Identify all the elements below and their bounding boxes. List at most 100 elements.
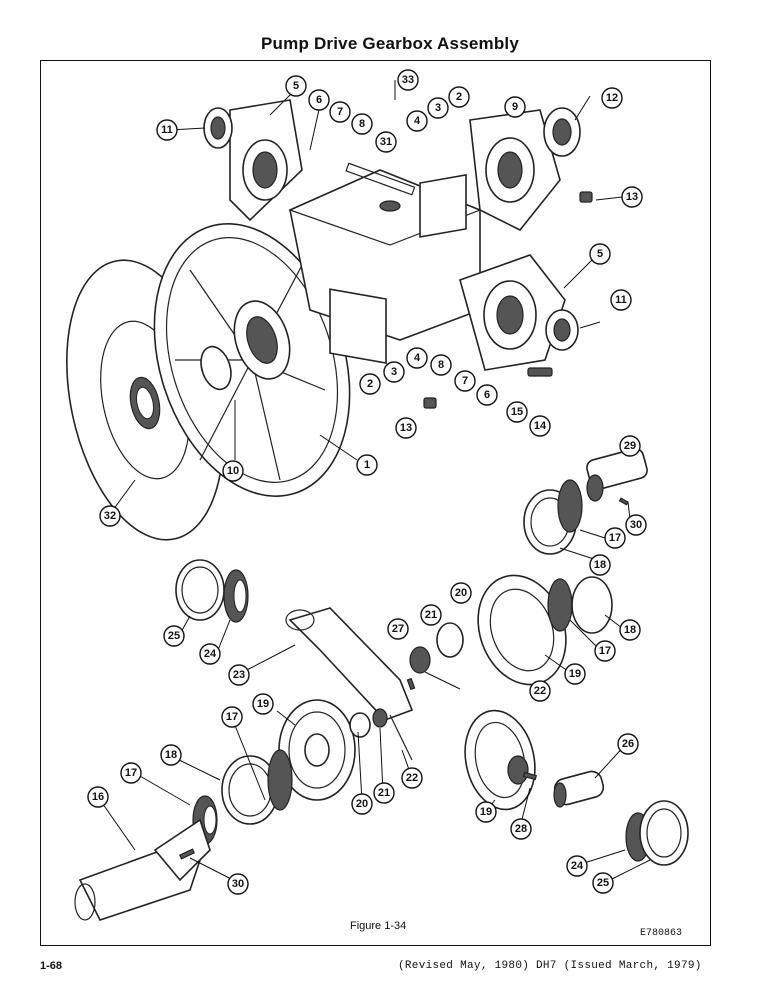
callout-6: 6 — [308, 89, 330, 111]
svg-text:6: 6 — [484, 389, 490, 401]
callout-17: 17 — [221, 706, 243, 728]
callout-17: 17 — [120, 762, 142, 784]
callout-20: 20 — [450, 582, 472, 604]
bearing-cage-right — [469, 107, 593, 232]
callout-11: 11 — [610, 289, 632, 311]
revision-note: (Revised May, 1980) DH7 (Issued March, 1… — [398, 960, 702, 972]
svg-text:19: 19 — [569, 668, 581, 680]
svg-text:11: 11 — [161, 124, 173, 136]
bevel-gear-lower-right — [464, 709, 538, 811]
svg-text:20: 20 — [455, 587, 467, 599]
leader-lines — [97, 80, 651, 883]
callout-16: 16 — [87, 786, 109, 808]
callout-17: 17 — [594, 640, 616, 662]
svg-text:17: 17 — [609, 532, 621, 544]
svg-text:17: 17 — [226, 711, 238, 723]
callout-3: 3 — [427, 97, 449, 119]
callout-13: 13 — [621, 186, 643, 208]
callout-30: 30 — [227, 873, 249, 895]
svg-text:18: 18 — [594, 559, 606, 571]
callout-18: 18 — [619, 619, 641, 641]
callout-18: 18 — [589, 554, 611, 576]
svg-text:4: 4 — [414, 352, 421, 364]
callout-29: 29 — [619, 435, 641, 457]
svg-text:24: 24 — [571, 860, 584, 872]
svg-text:4: 4 — [414, 115, 421, 127]
callout-8: 8 — [351, 113, 373, 135]
svg-text:19: 19 — [257, 698, 269, 710]
svg-text:7: 7 — [462, 375, 468, 387]
svg-text:25: 25 — [597, 877, 609, 889]
callout-24: 24 — [566, 855, 588, 877]
callout-20: 20 — [351, 793, 373, 815]
bevel-gear-upper — [409, 574, 613, 686]
input-shaft-16 — [74, 818, 211, 921]
page-title: Pump Drive Gearbox Assembly — [261, 34, 519, 53]
svg-text:22: 22 — [534, 685, 546, 697]
shaft-26 — [553, 770, 605, 808]
figure-caption: Figure 1-34 — [350, 920, 407, 932]
callout-31: 31 — [375, 131, 397, 153]
callout-25: 25 — [163, 625, 185, 647]
svg-text:15: 15 — [511, 406, 523, 418]
bearing-set-lower-left — [192, 749, 293, 845]
callout-6: 6 — [476, 384, 498, 406]
callout-5: 5 — [285, 75, 307, 97]
svg-text:5: 5 — [597, 248, 603, 260]
svg-text:25: 25 — [168, 630, 180, 642]
svg-text:28: 28 — [515, 823, 527, 835]
figure-frame — [40, 60, 711, 946]
callout-12: 12 — [601, 87, 623, 109]
callout-13: 13 — [395, 417, 417, 439]
svg-text:33: 33 — [402, 74, 414, 86]
bearing-cage-lower-right — [423, 254, 579, 409]
svg-text:17: 17 — [125, 767, 137, 779]
bevel-gear-lower-left — [278, 699, 413, 801]
svg-text:8: 8 — [359, 118, 365, 130]
callout-33: 33 — [397, 69, 419, 91]
gear-case-housing — [288, 162, 482, 364]
callout-19: 19 — [564, 663, 586, 685]
svg-text:2: 2 — [456, 91, 462, 103]
callout-27: 27 — [387, 618, 409, 640]
callout-23: 23 — [228, 664, 250, 686]
callout-22: 22 — [529, 680, 551, 702]
bearing-set-left-25-24 — [175, 559, 249, 623]
callout-5: 5 — [589, 243, 611, 265]
callout-7: 7 — [329, 101, 351, 123]
svg-text:3: 3 — [435, 102, 441, 114]
svg-text:7: 7 — [337, 106, 343, 118]
callout-1: 1 — [356, 454, 378, 476]
svg-text:18: 18 — [624, 624, 636, 636]
callout-2: 2 — [359, 373, 381, 395]
callout-21: 21 — [420, 604, 442, 626]
svg-text:32: 32 — [104, 510, 116, 522]
svg-text:2: 2 — [367, 378, 373, 390]
callout-17: 17 — [604, 527, 626, 549]
callout-24: 24 — [199, 643, 221, 665]
svg-text:30: 30 — [630, 519, 642, 531]
shaft-23 — [285, 607, 416, 721]
svg-text:21: 21 — [425, 609, 437, 621]
callout-4: 4 — [406, 347, 428, 369]
svg-text:22: 22 — [406, 772, 418, 784]
callout-22: 22 — [401, 767, 423, 789]
drawing-code: E780863 — [640, 928, 683, 939]
page-number: 1-68 — [40, 960, 63, 972]
exploded-view-drawing: 33 5 6 7 8 31 4 3 2 9 12 11 13 5 11 4 3 … — [66, 69, 689, 921]
svg-text:3: 3 — [391, 366, 397, 378]
callout-26: 26 — [617, 733, 639, 755]
svg-text:10: 10 — [227, 465, 239, 477]
callout-32: 32 — [99, 505, 121, 527]
bearing-set-upper-right — [523, 479, 583, 555]
pump-shaft-29 — [586, 448, 648, 506]
svg-text:30: 30 — [232, 878, 244, 890]
callout-9: 9 — [504, 96, 526, 118]
callout-19: 19 — [252, 693, 274, 715]
svg-text:13: 13 — [626, 191, 638, 203]
callout-7: 7 — [454, 370, 476, 392]
svg-text:16: 16 — [92, 791, 104, 803]
svg-text:24: 24 — [204, 648, 217, 660]
svg-text:29: 29 — [624, 440, 636, 452]
callout-8: 8 — [430, 354, 452, 376]
